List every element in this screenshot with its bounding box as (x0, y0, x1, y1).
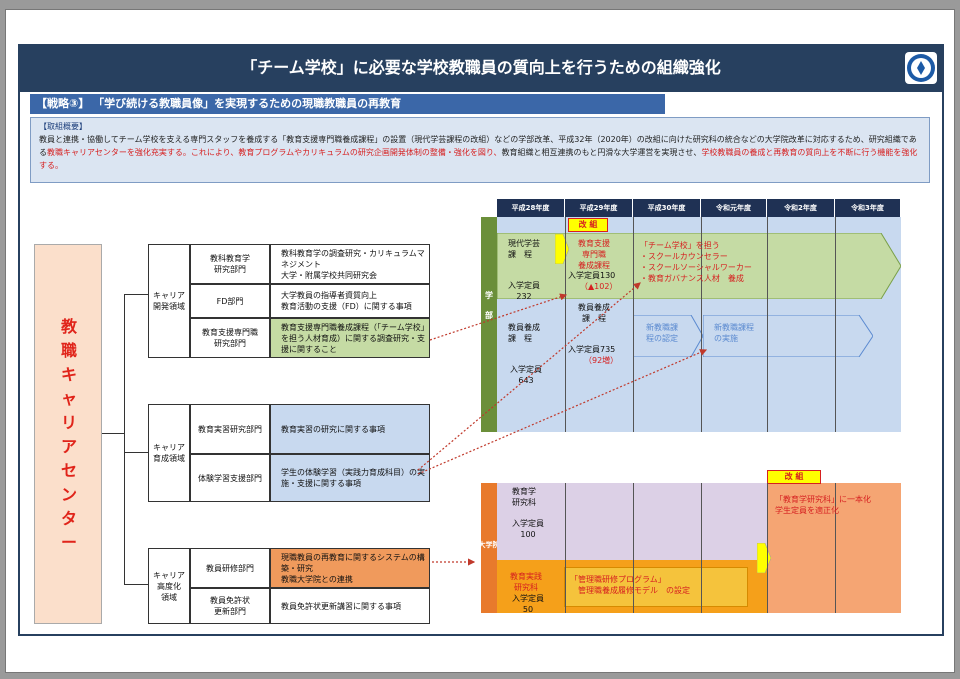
timeline-gridline (767, 483, 768, 613)
faculty-strip-label: 学 部 (485, 291, 493, 320)
gendai-course: 現代学芸 課 程 (508, 239, 540, 259)
timeline-year: 平成30年度 (633, 199, 701, 217)
jissen-course: 教育実践 研究科 (510, 572, 542, 592)
timeline-year: 平成29年度 (565, 199, 633, 217)
center-label-char: ー (60, 533, 77, 552)
connector (124, 584, 148, 585)
dept-support-prof-desc: 教育支援専門職養成課程（「チーム学校」を担う人材育成）に関する調査研究・支援に関… (270, 318, 430, 358)
timeline-gridline (565, 483, 566, 613)
shien-course: 教育支援 専門職 養成課程 (578, 239, 610, 270)
graduate-strip-label: 大学院 (478, 541, 500, 549)
summary-text-1: 教員と連携・協働してチーム学校を支える専門スタッフを養成する「教育支援専門職養成… (39, 135, 917, 157)
arrow-experiential-to-newcourse (417, 349, 708, 475)
kyoin2-change: （92増） (584, 356, 619, 365)
green-arrow (497, 233, 901, 299)
summary-red-2: 学校教職員の養成と再教育の質向上を不断に行う機能を強化する。 (39, 148, 918, 170)
graduate-strip (481, 483, 497, 613)
timeline-gridline (767, 217, 768, 432)
summary-text-2: 教育組織と相互連携のもと円滑な大学運営を実現させ、 (501, 148, 702, 157)
timeline-year: 令和2年度 (767, 199, 835, 217)
timeline-gridline (633, 217, 634, 432)
dept-support-prof: 教育支援専門職 研究部門 (190, 318, 270, 358)
team-school-roles: 「チーム学校」を担う ・スクールカウンセラー ・スクールソーシャルワーカー ・教… (640, 241, 752, 283)
dept-experiential-desc: 学生の体験学習（実践力育成科目）の実施・支援に関する事項 (270, 454, 430, 502)
timeline-gridline (701, 483, 702, 613)
arrow-new-course-implementation (703, 315, 873, 357)
center-label-char: 職 (60, 341, 77, 360)
dept-subject-education-desc: 教科教育学の調査研究・カリキュラムマネジメント 大学・附属学校共同研究会 (270, 244, 430, 284)
gendai-capacity: 入学定員 232 (508, 281, 540, 301)
logo-emblem-icon (907, 54, 935, 82)
center-label-char: 教 (60, 317, 77, 336)
timeline-year: 令和元年度 (701, 199, 767, 217)
summary-box: 【取組概要】 教員と連携・協働してチーム学校を支える専門スタッフを養成する「教育… (30, 117, 930, 183)
dept-license-renewal-desc: 教員免許状更新講習に関する事項 (270, 588, 430, 624)
graduate-unified-area (767, 483, 901, 613)
dept-teacher-training: 教員研修部門 (190, 548, 270, 588)
domain-career-advanced: キャリア 高度化 領域 (148, 548, 190, 624)
slide-title: 「チーム学校」に必要な学校教職員の質向上を行うための組織強化 (18, 44, 944, 92)
dept-teacher-training-desc: 現職教員の再教育に関するシステムの構築・研究 教職大学院との連携 (270, 548, 430, 588)
dept-license-renewal: 教員免許状 更新部門 (190, 588, 270, 624)
timeline-gridline (633, 483, 634, 613)
arrow-experiential-to-team (417, 282, 641, 471)
unified-graduate-note: 「教育学研究科」に一本化 学生定員を適正化 (775, 495, 871, 515)
kyoin-course: 教員養成 課 程 (508, 323, 540, 343)
kyoshoku-career-center: 教職キャリアセンター (34, 244, 102, 624)
summary-red-1: 教職キャリアセンターを強化充実する。これにより、教育プログラムやカリキュラムの研… (47, 148, 502, 157)
reorg-badge-faculty: 改 組 (568, 218, 608, 232)
connector (124, 452, 148, 453)
dept-practicum: 教育実習研究部門 (190, 404, 270, 454)
timeline-year: 令和3年度 (835, 199, 901, 217)
domain-career-dev: キャリア 開発領域 (148, 244, 190, 358)
center-label-char: ア (60, 437, 77, 456)
reorg-badge-graduate: 改 組 (767, 470, 821, 484)
kyoikugaku-course: 教育学 研究科 (512, 487, 536, 507)
timeline-gridline (701, 217, 702, 432)
arrow-support-to-shien (429, 293, 568, 341)
dept-practicum-desc: 教育実習の研究に関する事項 (270, 404, 430, 454)
dept-subject-education: 教科教育学 研究部門 (190, 244, 270, 284)
center-label-char: キ (60, 365, 77, 384)
connector (124, 294, 125, 584)
strategy-heading: 【戦略③】 「学び続ける教職員像」を実現するための現職教職員の再教育 (30, 94, 665, 114)
new-course-approval: 新教職課 程の認定 (646, 323, 678, 343)
center-label-char: ャ (60, 389, 77, 408)
timeline-year: 平成28年度 (497, 199, 565, 217)
center-label: 教職キャリアセンター (35, 315, 103, 555)
timeline-gridline (835, 217, 836, 432)
jissen-capacity: 入学定員 50 (512, 594, 544, 614)
kyoikugaku-capacity: 入学定員 100 (512, 519, 544, 539)
dept-fd-desc: 大学教員の指導者資質向上 教育活動の支援（FD）に関する事項 (270, 284, 430, 318)
arrow-new-course-approval (633, 315, 703, 357)
kyoin2-course: 教員養成 課 程 (578, 303, 610, 323)
faculty-strip (481, 217, 497, 432)
university-logo (905, 52, 937, 84)
dept-experiential: 体験学習支援部門 (190, 454, 270, 502)
connector (124, 294, 148, 295)
summary-heading: 【取組概要】 (39, 122, 87, 131)
domain-career-train: キャリア 育成領域 (148, 404, 190, 502)
dept-fd: FD部門 (190, 284, 270, 318)
kyoin2-capacity: 入学定員735 (568, 345, 616, 354)
center-label-char: ン (60, 485, 77, 504)
management-program-box (564, 567, 748, 607)
center-label-char: セ (60, 461, 77, 480)
management-program-text: 「管理職研修プログラム」 管理職養成履修モデル の設定 (570, 575, 690, 595)
center-label-char: タ (60, 509, 77, 528)
new-course-implementation: 新教職課程 の実施 (714, 323, 754, 343)
kyoin-capacity: 入学定員 643 (510, 365, 542, 385)
center-label-char: リ (60, 413, 77, 432)
shien-capacity: 入学定員130 (568, 271, 616, 280)
timeline-gridline (835, 483, 836, 613)
connector (102, 433, 124, 434)
timeline-gridline (565, 217, 566, 432)
shien-change: （▲102） (580, 282, 618, 291)
